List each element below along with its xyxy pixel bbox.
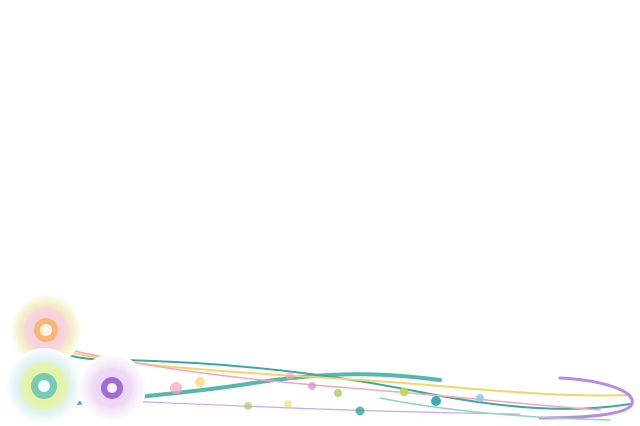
ribbon-teal [13, 329, 631, 410]
ribbon-pink [69, 349, 601, 411]
sparkle-icon [195, 377, 205, 387]
sparkle-icon [284, 400, 292, 408]
rose-green-flower-icon [6, 348, 82, 424]
sparkle-icon [286, 372, 294, 380]
sparkle-icon [399, 387, 409, 397]
rose-pink-flower-icon [10, 294, 82, 366]
ribbon-mint [379, 397, 611, 421]
sparkle-icon [244, 402, 252, 410]
sparkle-icon [170, 382, 182, 394]
ribbon-lilac-swoosh [538, 376, 634, 420]
sparkle-icon [355, 406, 365, 416]
rose-purple-flower-icon [78, 354, 146, 422]
ribbon-lilac-thin [99, 399, 521, 415]
sparkle-icon [431, 396, 441, 406]
sparkle-icon [308, 382, 316, 390]
sparkle-icon [476, 394, 484, 402]
sparkle-icon [334, 389, 342, 397]
small-flower-sparkle-icons [170, 372, 484, 416]
